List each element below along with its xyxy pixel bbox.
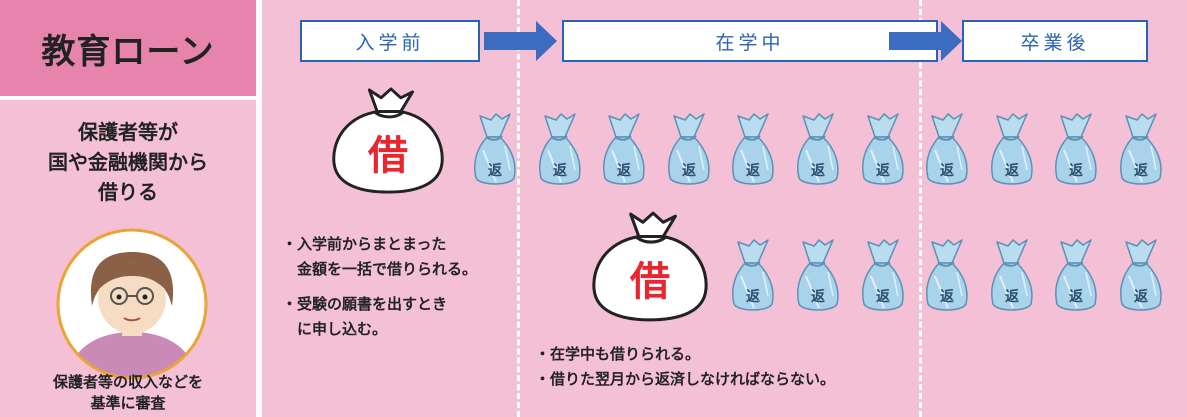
- repay-label: 返: [940, 163, 954, 179]
- description-line: 国や金融機関から: [48, 150, 208, 174]
- borrow-label: 借: [368, 133, 408, 179]
- note-line: 金額を一括で借りられる。: [282, 260, 478, 278]
- money-bag-repay-icon: 返: [924, 236, 970, 314]
- screening-criteria: 保護者等の収入などを 基準に審査: [0, 372, 256, 414]
- repay-label: 返: [553, 163, 567, 179]
- phase-divider: [517, 0, 520, 417]
- money-bag-repay-icon: 返: [730, 236, 776, 314]
- repay-label: 返: [876, 163, 890, 179]
- money-bag-repay-icon: 返: [1053, 110, 1099, 188]
- money-bag-repay-icon: 返: [472, 110, 518, 188]
- repay-label: 返: [876, 289, 890, 305]
- repay-label: 返: [682, 163, 696, 179]
- title-box: 教育ローン: [0, 0, 256, 96]
- note-line: ・入学前からまとまった: [282, 235, 447, 253]
- money-bag-repay-icon: 返: [666, 110, 712, 188]
- money-bag-repay-icon: 返: [795, 110, 841, 188]
- phase-after-graduation: 卒業後: [962, 20, 1148, 62]
- description-line: 保護者等が: [78, 120, 178, 144]
- repay-label: 返: [1134, 289, 1148, 305]
- repay-label: 返: [1134, 163, 1148, 179]
- timeline-panel: [262, 0, 1187, 417]
- money-bag-repay-icon: 返: [730, 110, 776, 188]
- money-bag-repay-icon: 返: [860, 110, 906, 188]
- phase-before-admission: 入学前: [300, 20, 480, 62]
- repay-label: 返: [811, 163, 825, 179]
- criteria-line: 基準に審査: [90, 394, 166, 412]
- money-bag-repay-icon: 返: [1118, 236, 1164, 314]
- repay-label: 返: [1069, 289, 1083, 305]
- repay-label: 返: [1069, 163, 1083, 179]
- description-line: 借りる: [98, 180, 158, 204]
- money-bag-repay-icon: 返: [1053, 236, 1099, 314]
- note-during-study: ・在学中も借りられる。 ・借りた翌月から返済しなければならない。: [535, 342, 835, 392]
- repay-label: 返: [617, 163, 631, 179]
- note-line: ・借りた翌月から返済しなければならない。: [535, 370, 836, 388]
- loan-description: 保護者等が 国や金融機関から 借りる: [0, 117, 256, 207]
- repay-label: 返: [1005, 163, 1019, 179]
- repay-label: 返: [1005, 289, 1019, 305]
- money-bag-borrow-icon: 借: [330, 86, 446, 196]
- note-line: ・受験の願書を出すとき: [282, 295, 448, 313]
- note-line: に申し込む。: [282, 320, 388, 338]
- money-bag-borrow-icon: 借: [590, 210, 710, 324]
- repay-label: 返: [811, 289, 825, 305]
- repay-label: 返: [746, 163, 760, 179]
- repay-label: 返: [488, 163, 502, 179]
- note-before-admission: ・入学前からまとまった 金額を一括で借りられる。 ・受験の願書を出すとき に申し…: [282, 232, 477, 342]
- page-title: 教育ローン: [41, 31, 215, 72]
- criteria-line: 保護者等の収入などを: [52, 373, 203, 391]
- repay-label: 返: [746, 289, 760, 305]
- money-bag-repay-icon: 返: [537, 110, 583, 188]
- money-bag-repay-icon: 返: [860, 236, 906, 314]
- money-bag-repay-icon: 返: [795, 236, 841, 314]
- person-avatar-icon: [56, 228, 208, 380]
- money-bag-repay-icon: 返: [989, 110, 1035, 188]
- arrow-right-icon: [484, 21, 557, 61]
- phase-divider: [919, 0, 922, 417]
- money-bag-repay-icon: 返: [1118, 110, 1164, 188]
- borrow-label: 借: [630, 259, 670, 305]
- repay-label: 返: [940, 289, 954, 305]
- phase-during-study: 在学中: [562, 20, 938, 62]
- money-bag-repay-icon: 返: [989, 236, 1035, 314]
- money-bag-repay-icon: 返: [924, 110, 970, 188]
- arrow-right-icon: [889, 21, 962, 61]
- note-line: ・在学中も借りられる。: [535, 345, 701, 363]
- money-bag-repay-icon: 返: [601, 110, 647, 188]
